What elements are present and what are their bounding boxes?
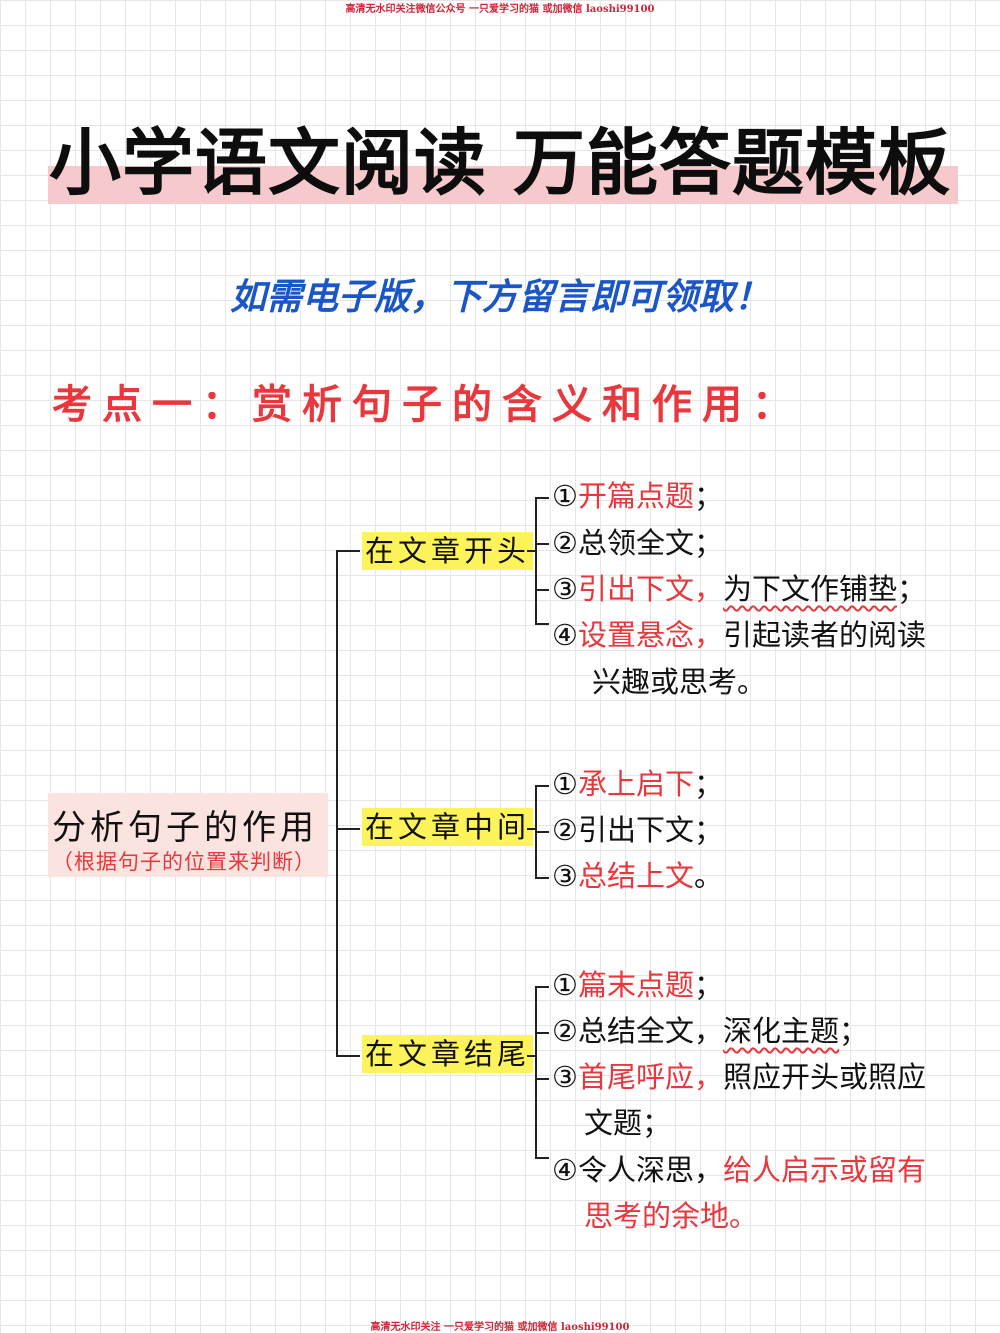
leaf-num: ①: [552, 968, 578, 1002]
leaf-middle-3: ③总结上文。: [552, 857, 723, 895]
leaf-text: 令人深思，: [578, 1153, 724, 1187]
tick: [535, 986, 549, 988]
leaf-text: ；: [694, 767, 724, 801]
branch-middle: 在文章中间: [362, 808, 534, 846]
tick: [535, 831, 549, 833]
leaf-opening-4-cont: 兴趣或思考。: [592, 665, 767, 699]
tick: [535, 543, 549, 545]
root-title: 分析句子的作用: [52, 808, 318, 848]
connector-branch-2: [336, 828, 360, 830]
leaf-ending-1: ①篇末点题；: [552, 966, 723, 1004]
leaf-emphasis: 深化主题: [723, 1014, 840, 1048]
sub-connector-3: [527, 1055, 537, 1057]
leaf-key: 首尾呼应，: [578, 1060, 724, 1094]
connector-branch-3: [336, 1055, 360, 1057]
leaf-text: ；: [694, 479, 724, 513]
connector-branch-1: [336, 550, 360, 552]
leaf-text: 。: [694, 859, 724, 893]
leaf-num: ③: [552, 1060, 578, 1094]
leaf-ending-3-cont: 文题；: [584, 1106, 672, 1140]
leaf-text: ；: [694, 968, 724, 1002]
tick: [535, 1032, 549, 1034]
sub-connector-1: [527, 550, 537, 552]
tick: [535, 877, 549, 879]
branch-ending: 在文章结尾: [362, 1035, 534, 1073]
leaf-opening-4: ④设置悬念，引起读者的阅读: [552, 616, 926, 654]
tick: [535, 1078, 549, 1080]
leaf-ending-3: ③首尾呼应，照应开头或照应: [552, 1058, 926, 1096]
root-node: [48, 793, 328, 877]
root-subtitle: （根据句子的位置来判断）: [52, 850, 316, 874]
leaf-text: ；: [839, 1014, 869, 1048]
leaf-num: ③: [552, 572, 578, 606]
leaf-key: 总结上文: [578, 859, 695, 893]
leaf-key: 设置悬念，: [578, 618, 724, 652]
leaf-opening-2: ②总领全文；: [552, 524, 723, 562]
leaf-key: 引出下文，: [578, 572, 724, 606]
leaf-opening-1: ①开篇点题；: [552, 477, 723, 515]
leaf-num: ①: [552, 479, 578, 513]
sub-bracket-3: [535, 986, 537, 1158]
title-highlight: [48, 166, 958, 204]
leaf-text: 引出下文；: [578, 813, 724, 847]
leaf-middle-1: ①承上启下；: [552, 765, 723, 803]
leaf-num: ②: [552, 1014, 578, 1048]
leaf-text: ；: [897, 572, 927, 606]
subtitle: 如需电子版，下方留言即可领取！: [229, 277, 770, 318]
leaf-key: 开篇点题: [578, 479, 695, 513]
leaf-ending-2: ②总结全文，深化主题；: [552, 1012, 868, 1050]
leaf-emphasis: 为下文作铺垫: [723, 572, 898, 606]
leaf-ending-4-cont: 思考的余地。: [584, 1199, 759, 1233]
leaf-text: 总领全文；: [578, 526, 724, 560]
tick: [535, 1157, 549, 1159]
leaf-middle-2: ②引出下文；: [552, 811, 723, 849]
leaf-num: ①: [552, 767, 578, 801]
sub-connector-2: [527, 828, 537, 830]
leaf-num: ④: [552, 618, 578, 652]
leaf-key: 给人启示或留有: [723, 1153, 927, 1187]
leaf-text: 总结全文，: [578, 1014, 724, 1048]
leaf-key: 承上启下: [578, 767, 695, 801]
sub-bracket-1: [535, 497, 537, 624]
leaf-num: ②: [552, 526, 578, 560]
branch-opening: 在文章开头: [362, 532, 534, 570]
watermark-bottom: 高清无水印关注 一只爱学习的猫 或加微信 laoshi99100: [370, 1322, 630, 1333]
leaf-text: 引起读者的阅读: [723, 618, 927, 652]
leaf-key: 篇末点题: [578, 968, 695, 1002]
leaf-ending-4: ④令人深思，给人启示或留有: [552, 1151, 926, 1189]
page-title: 小学语文阅读 万能答题模板: [48, 121, 952, 205]
leaf-opening-3: ③引出下文，为下文作铺垫；: [552, 570, 926, 608]
leaf-num: ②: [552, 813, 578, 847]
tick: [535, 623, 549, 625]
watermark-top: 高清无水印关注微信公众号 一只爱学习的猫 或加微信 laoshi99100: [345, 4, 655, 15]
main-bracket-line: [336, 550, 338, 1056]
tick: [535, 589, 549, 591]
section-heading: 考点一：赏析句子的含义和作用：: [52, 381, 802, 428]
tick: [535, 497, 549, 499]
leaf-num: ③: [552, 859, 578, 893]
leaf-num: ④: [552, 1153, 578, 1187]
leaf-text: 照应开头或照应: [723, 1060, 927, 1094]
tick: [535, 785, 549, 787]
